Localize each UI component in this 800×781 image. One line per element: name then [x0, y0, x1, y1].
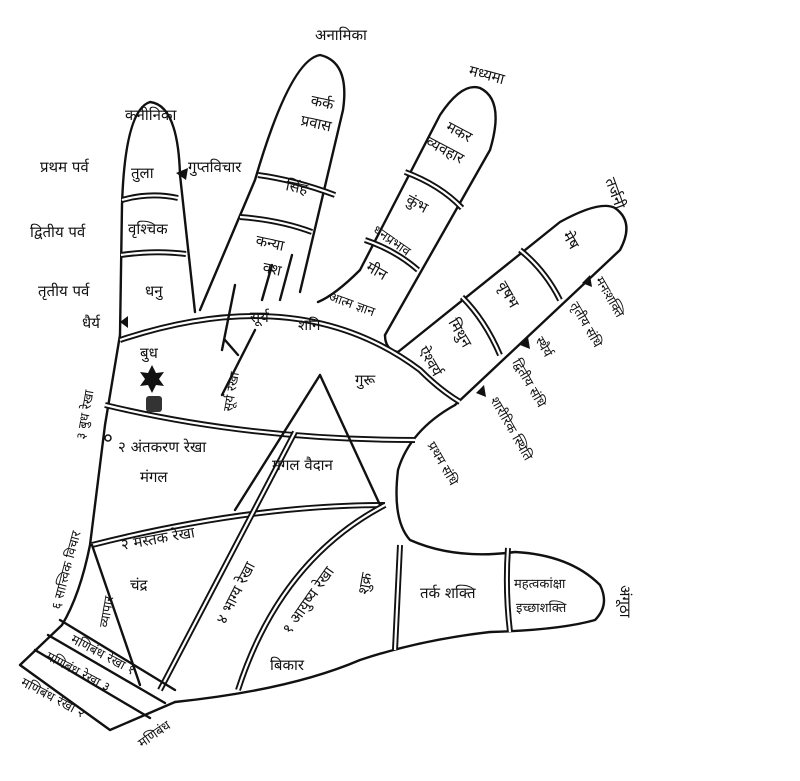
mount-label: गुरू: [355, 371, 375, 390]
segment-label: तुला: [131, 164, 155, 183]
ring-finger-outline: [198, 53, 346, 312]
segment-label: मेष: [559, 228, 584, 253]
mount-label: शुक्र: [354, 571, 377, 596]
side-label: शारीरिक स्थिति: [487, 394, 537, 464]
middle-finger-outline: [316, 85, 497, 337]
middle-finger-name: मध्यमा: [467, 61, 508, 88]
arrow-icon: [176, 168, 188, 180]
segment-label: वृषभ: [493, 278, 523, 312]
ring-finger-name: अनामिका: [315, 26, 368, 44]
line-label: सूर्य रेखा: [220, 370, 243, 413]
side-label: तृतीय संधि: [567, 299, 606, 351]
segment-label: मीन: [363, 258, 391, 285]
side-label: मनःशक्ति: [592, 274, 628, 321]
mount-label: बिकार: [270, 656, 305, 674]
mount-label: व्यापार: [97, 594, 117, 628]
wrist-line-label: मणिबंध रेखा २: [18, 674, 88, 721]
palm-lines: [33, 253, 462, 720]
arrow-icon: [520, 337, 530, 349]
arrow-icon: [582, 275, 592, 287]
mount-label: शनि: [298, 316, 321, 334]
segment-label: कर्क: [309, 91, 336, 113]
segment-label: इच्छाशक्ति: [516, 600, 567, 616]
segment-label: मिथुन: [444, 315, 476, 352]
segment-label: कुंभ: [403, 191, 432, 218]
wrist-label: मणिबंध: [135, 717, 174, 751]
little-finger-name: कनीनिका: [125, 106, 177, 124]
arrow-icon: [120, 316, 128, 328]
segment-label: तर्क शक्ति: [420, 584, 476, 602]
ring-mark-icon: [104, 434, 112, 442]
mount-label: चंद्र: [130, 576, 149, 594]
mount-label: मंगल: [140, 468, 168, 486]
mount-label: मंगल वैदान: [272, 456, 334, 474]
thumb-name: अंगूठा: [615, 585, 634, 619]
segment-label: महत्वकांक्षा: [514, 577, 566, 592]
line-label: १ आयुष्य रेखा: [279, 562, 340, 637]
side-label: स्थैर्य: [532, 334, 557, 361]
segment-label: धनु: [145, 282, 164, 301]
star-icon: [140, 365, 164, 393]
palm-left-outline: [18, 333, 177, 732]
line-label: ३ बुध रेखा: [73, 388, 98, 440]
segment-label: ऐश्वर्य: [415, 343, 447, 380]
segment-label: वृश्चिक: [128, 220, 168, 239]
line-label: २ अंतकरण रेखा: [118, 438, 207, 456]
palm-right-outline: [173, 403, 606, 704]
little-finger-outline: [118, 100, 197, 337]
phalanx-label: प्रथम पर्व: [40, 158, 90, 176]
side-label: द्वितीय संधि: [509, 356, 550, 411]
side-label: गुप्तविचार: [188, 158, 242, 177]
mount-label: बुध: [140, 344, 159, 363]
segment-label: आत्म ज्ञान: [327, 290, 378, 321]
segment-label: कन्या: [254, 231, 287, 255]
finger-bands: [120, 169, 563, 633]
grille-icon: [146, 396, 162, 412]
phalanx-label: तृतीय पर्व: [38, 282, 90, 301]
segment-label: सिंह: [284, 176, 310, 198]
segment-label: प्रवास: [299, 111, 334, 135]
side-label: प्रथम संधि: [424, 439, 462, 489]
arrow-icon: [476, 385, 486, 397]
mount-label: सूर्य: [250, 308, 270, 327]
line-label: ६ सात्त्विक विचार: [48, 529, 84, 611]
side-label: धैर्य: [82, 314, 101, 332]
line-label: ४ भाग्य रेखा: [213, 558, 260, 627]
phalanx-label: द्वितीय पर्व: [30, 223, 86, 241]
segment-label: वश: [261, 258, 284, 280]
